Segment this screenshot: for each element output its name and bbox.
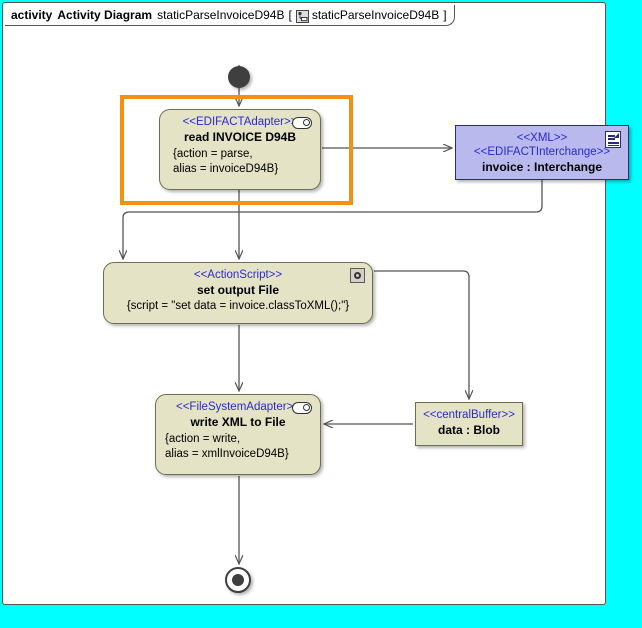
diagram-context-label: staticParseInvoiceD94B: [311, 8, 440, 22]
action-property-line-1: {script = "set data = invoice.classToXML…: [126, 300, 350, 312]
action-node-set-output-file[interactable]: <<ActionScript>> set output File {script…: [103, 262, 373, 324]
action-property-line-1: {action = parse,: [173, 148, 253, 160]
flow-script-to-buffer: [374, 270, 469, 399]
stereotype-label: <<FileSystemAdapter>>: [175, 401, 300, 413]
object-name-label: invoice : Interchange: [481, 160, 603, 174]
object-stereotype-edifact: <<EDIFACTInterchange>>: [473, 146, 611, 158]
bracket-close: ]: [443, 8, 447, 22]
selection-highlight-frame: [120, 95, 353, 205]
activity-diagram-icon: [295, 9, 309, 23]
action-property-line-1: {action = write,: [165, 433, 241, 445]
activity-diagram-frame: activity Activity Diagram staticParseInv…: [2, 2, 629, 605]
action-node-read-invoice[interactable]: <<EDIFACTAdapter>> read INVOICE D94B {ac…: [159, 109, 321, 190]
stereotype-label: <<ActionScript>>: [193, 269, 283, 281]
diagram-frame-header: activity Activity Diagram staticParseInv…: [5, 5, 455, 26]
action-property-line-2: alias = invoiceD94B}: [173, 163, 279, 175]
initial-node[interactable]: [228, 66, 250, 88]
bracket-open: [: [288, 8, 292, 22]
action-property-line-2: alias = xmlInvoiceD94B}: [165, 448, 289, 460]
activity-final-node[interactable]: [225, 567, 251, 593]
action-node-write-xml-to-file[interactable]: <<FileSystemAdapter>> write XML to File …: [155, 394, 321, 475]
diagram-canvas: <<EDIFACTAdapter>> read INVOICE D94B {ac…: [3, 26, 629, 604]
object-node-data-blob[interactable]: <<centralBuffer>> data : Blob: [415, 402, 523, 446]
stereotype-label: <<EDIFACTAdapter>>: [182, 116, 298, 128]
action-name-label: write XML to File: [190, 415, 286, 429]
document-icon: [605, 131, 621, 148]
object-node-invoice-interchange[interactable]: <<XML>> <<EDIFACTInterchange>> invoice :…: [455, 125, 629, 180]
flow-object-to-script: [123, 158, 543, 259]
adapter-pin-icon: [292, 117, 312, 129]
object-name-label: data : Blob: [438, 423, 500, 437]
action-name-label: set output File: [197, 283, 279, 297]
adapter-pin-icon: [292, 402, 312, 414]
action-name-label: read INVOICE D94B: [183, 130, 297, 144]
diagram-type-label: Activity Diagram: [57, 8, 153, 22]
diagram-name-label: staticParseInvoiceD94B: [157, 8, 285, 22]
diagram-kind-label: activity: [11, 8, 53, 22]
object-stereotype-xml: <<XML>>: [516, 132, 568, 144]
gear-icon: [350, 268, 365, 283]
stereotype-label: <<centralBuffer>>: [423, 409, 515, 421]
